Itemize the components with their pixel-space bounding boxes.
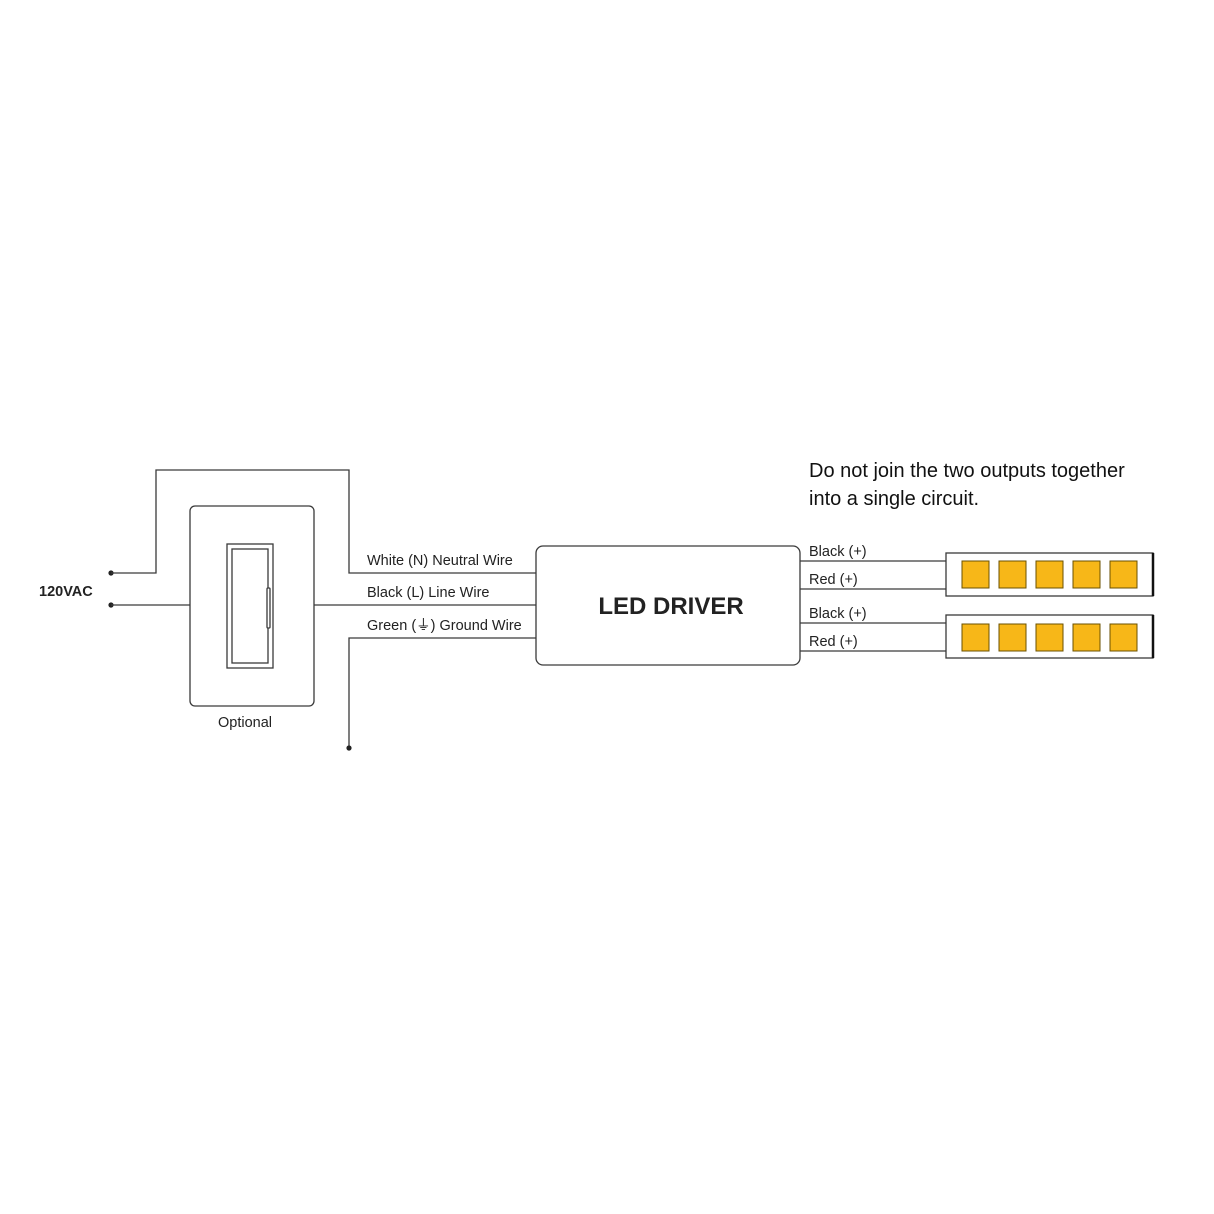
- neutral-wire-label: White (N) Neutral Wire: [367, 553, 513, 569]
- output-2-red-label: Red (+): [809, 634, 858, 650]
- led-chip: [998, 623, 1027, 652]
- led-chip: [1035, 560, 1064, 589]
- led-chip: [1109, 623, 1138, 652]
- note-line-2: into a single circuit.: [809, 488, 979, 510]
- switch-rocker: [231, 548, 269, 664]
- ground-terminal: [346, 745, 352, 751]
- note-line-1: Do not join the two outputs together: [809, 460, 1125, 482]
- led-driver-label: LED DRIVER: [598, 593, 743, 620]
- output-2-black-label: Black (+): [809, 606, 867, 622]
- led-chip: [1072, 560, 1101, 589]
- led-chip: [1035, 623, 1064, 652]
- input-voltage-label: 120VAC: [39, 584, 93, 600]
- led-chip: [998, 560, 1027, 589]
- ground-wire-label: Green (⏚) Ground Wire: [367, 617, 522, 634]
- led-chip: [961, 623, 990, 652]
- led-strip-2: [945, 614, 1155, 659]
- led-chip: [1072, 623, 1101, 652]
- switch-optional-label: Optional: [218, 715, 272, 731]
- wall-switch: [189, 505, 315, 707]
- line-wire-label: Black (L) Line Wire: [367, 585, 489, 601]
- led-driver-box: [535, 545, 801, 666]
- ground-wire: [348, 637, 536, 748]
- output-1-black-label: Black (+): [809, 544, 867, 560]
- led-chip: [961, 560, 990, 589]
- output-1-red-label: Red (+): [809, 572, 858, 588]
- led-strip-1: [945, 552, 1155, 597]
- neutral-wire: [111, 469, 536, 574]
- switch-slider: [266, 587, 271, 629]
- led-chip: [1109, 560, 1138, 589]
